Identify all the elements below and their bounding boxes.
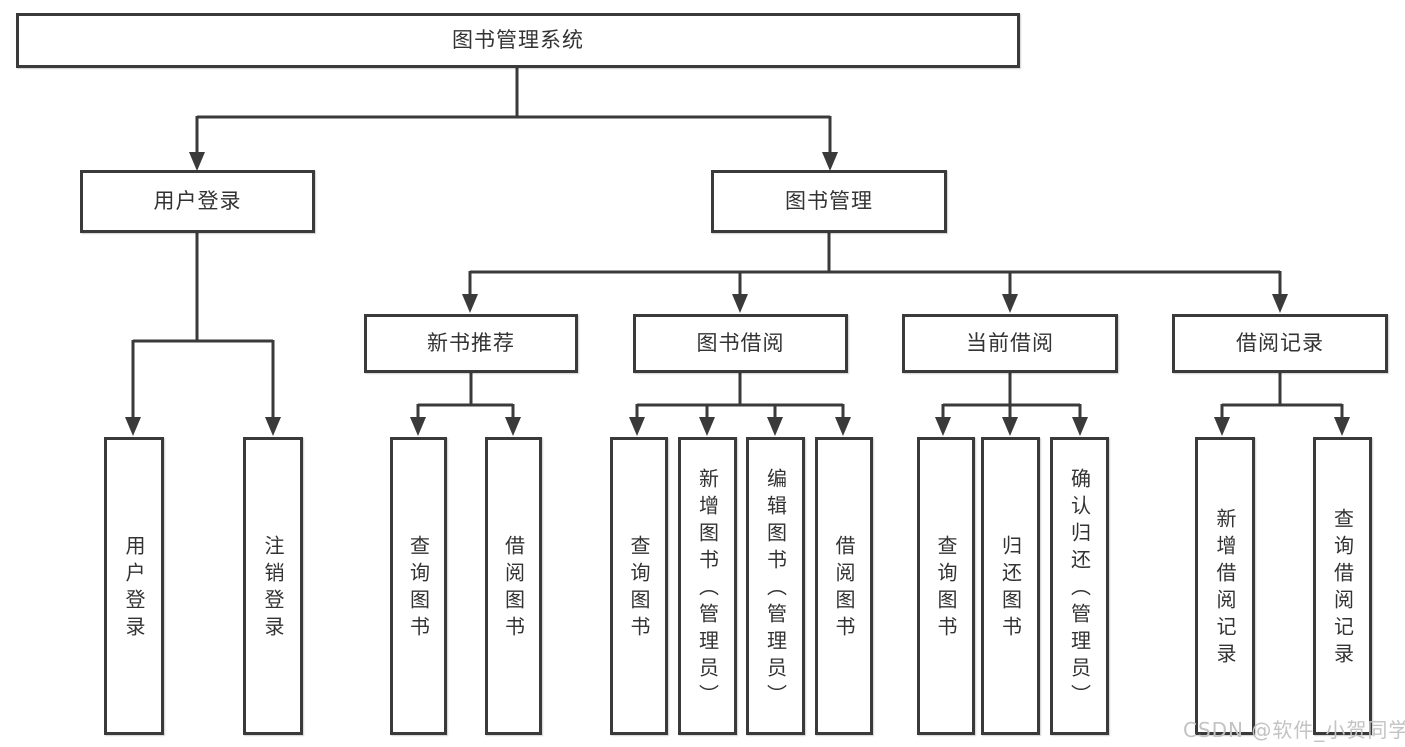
node-current-borrow: 当前借阅 <box>902 314 1118 373</box>
node-book-borrow: 图书借阅 <box>633 314 848 373</box>
leaf-edit-books-admin: 编辑图书（管理员） <box>746 437 805 735</box>
arrowhead-icons <box>125 152 1350 436</box>
leaf-add-borrow-record: 新增借阅记录 <box>1195 437 1255 735</box>
leaf-add-books-admin: 新增图书（管理员） <box>678 437 737 735</box>
leaf-logout: 注销登录 <box>243 437 303 735</box>
watermark: CSDN @软件_小贺同学 <box>1183 718 1405 742</box>
leaf-query-borrow-record: 查询借阅记录 <box>1313 437 1372 735</box>
leaf-user-login: 用户登录 <box>104 437 164 735</box>
leaf-return-books: 归还图书 <box>981 437 1040 735</box>
leaf-query-books-recommend: 查询图书 <box>390 437 447 735</box>
node-user-login: 用户登录 <box>80 170 315 233</box>
leaf-borrow-books: 借阅图书 <box>815 437 873 735</box>
leaf-query-books-current: 查询图书 <box>917 437 975 735</box>
node-book-management: 图书管理 <box>711 170 947 233</box>
leaf-confirm-return-admin: 确认归还（管理员） <box>1050 437 1109 735</box>
leaf-borrow-books-recommend: 借阅图书 <box>485 437 542 735</box>
node-root-system: 图书管理系统 <box>16 13 1020 68</box>
node-borrow-record: 借阅记录 <box>1172 314 1388 373</box>
leaf-query-books-borrow: 查询图书 <box>610 437 668 735</box>
node-new-book-recommend: 新书推荐 <box>364 314 578 373</box>
